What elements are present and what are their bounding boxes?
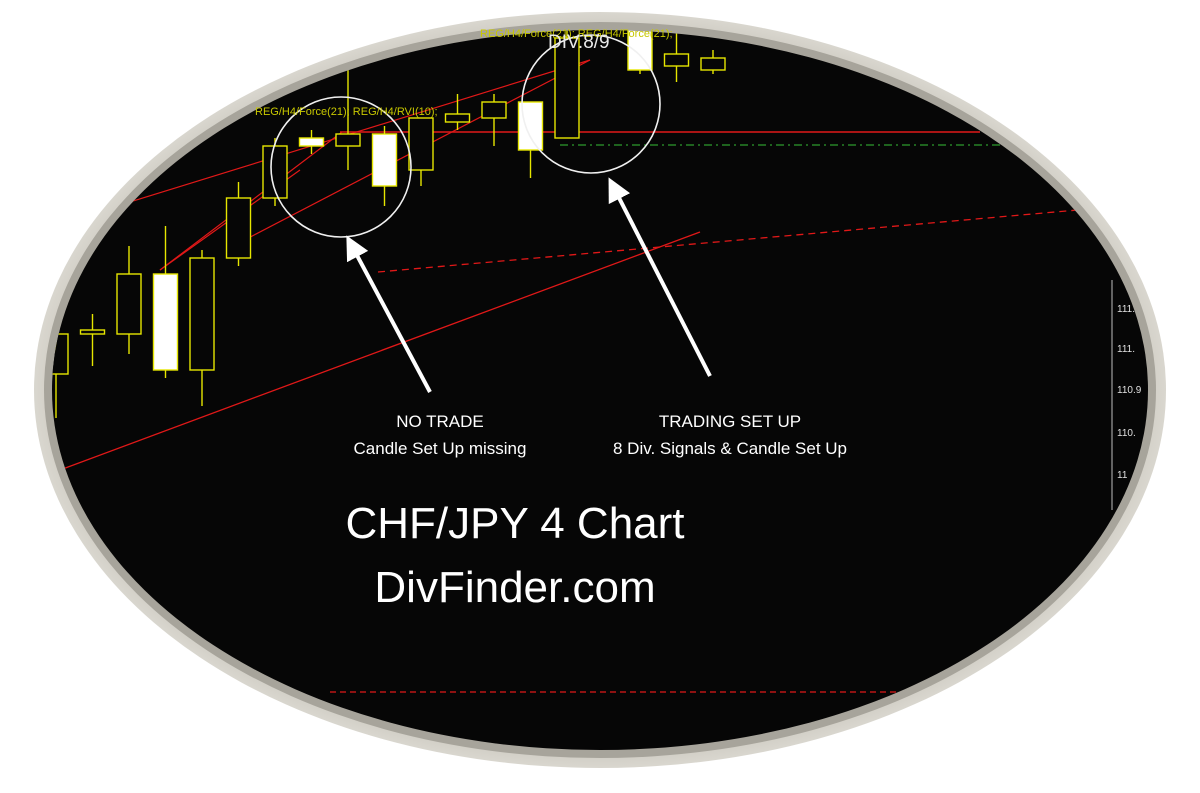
candle-body [444,113,471,123]
y-tick-label: 111. [1117,344,1135,355]
annotation-no-trade-title: NO TRADE [396,412,484,431]
candle-body [371,133,398,187]
annotation-setup-title: TRADING SET UP [658,412,802,431]
annotation-setup-sub: 8 Div. Signals & Candle Set Up [612,439,848,458]
candle-body [152,273,179,371]
candle-body [335,133,361,147]
divergence-label: DIV.8/9 [548,32,610,53]
candle-body [627,30,653,71]
candle-body [663,53,690,67]
arrow-no-trade [346,235,432,393]
y-tick-label: 11 [1117,470,1128,481]
candle-body [554,37,580,139]
annotation-setup: TRADING SET UP 8 Div. Signals & Candle S… [560,408,900,462]
candle-body [116,273,142,335]
candle-body [52,333,69,375]
chart-title: CHF/JPY 4 Chart [345,499,685,548]
candle-body [262,145,288,199]
y-tick-label: 110.9 [1117,385,1142,396]
chart-background [52,30,1148,750]
y-ticks-group: 111. 111. 110.9 110. 11 [1117,304,1142,481]
indicator-label-top: REG/H4/Force(21); REG/H4/Force(21); [480,28,673,40]
candle-body [592,0,616,22]
highlight-circle-setup [521,34,661,174]
candle-body [298,137,325,147]
y-tick-label: 111. [1117,304,1135,315]
candle-body [189,257,215,371]
candle-body [225,197,252,259]
candle-body [700,57,726,71]
y-tick-label: 110. [1117,428,1136,439]
annotation-no-trade-sub: Candle Set Up missing [353,439,527,458]
highlight-circle-no-trade [270,96,412,238]
trendline-dashed [377,207,1101,273]
candles-group [52,0,726,418]
annotation-no-trade: NO TRADE Candle Set Up missing [300,408,580,462]
trendline-lower [59,231,701,471]
arrow-setup [608,177,712,377]
candle-body [481,101,507,119]
trendline-upper-1 [119,59,591,206]
indicator-label-left: REG/H4/Force(21); REG/H4/RVI(10); [255,106,438,118]
candle-body [408,117,434,171]
candle-body [79,329,106,335]
site-name: DivFinder.com [374,563,656,612]
